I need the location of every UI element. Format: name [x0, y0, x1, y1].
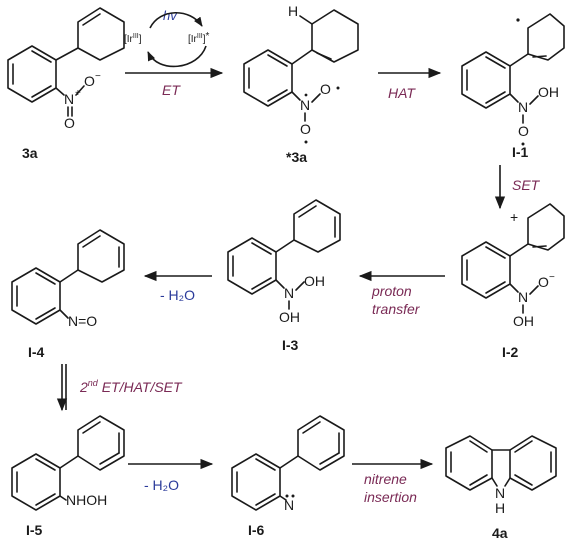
label-4a: 4a — [492, 525, 508, 541]
svg-text:H: H — [495, 500, 505, 516]
label-h2o-2: - H₂O — [144, 477, 179, 493]
compound-i3: N OH OH — [227, 199, 341, 325]
svg-text:O: O — [84, 73, 95, 89]
svg-text:N: N — [284, 285, 294, 301]
label-i4: I-4 — [28, 344, 45, 360]
compound-i6: N — [231, 415, 345, 513]
label-h2o-1: - H₂O — [160, 287, 195, 303]
svg-text:O: O — [300, 121, 311, 137]
compound-i4: N=O — [11, 229, 125, 329]
compound-i2: + N O − OH — [461, 203, 565, 329]
label-i2: I-2 — [502, 344, 519, 360]
svg-text:OH: OH — [279, 309, 300, 325]
compound-3a: N + O − O — [7, 7, 125, 131]
label-hat: HAT — [388, 85, 416, 101]
ir-ground: [IrIII] — [124, 33, 142, 45]
svg-text:N: N — [518, 289, 528, 305]
svg-text:N: N — [300, 97, 310, 113]
svg-text:O: O — [64, 115, 75, 131]
label-transfer: transfer — [372, 301, 421, 317]
svg-text:OH: OH — [513, 313, 534, 329]
atom-n: N — [64, 91, 74, 107]
svg-text:O: O — [518, 123, 529, 139]
svg-text:OH: OH — [538, 84, 559, 100]
hv-label: hv — [163, 8, 178, 23]
compound-3a-star: H N O O — [243, 3, 359, 144]
svg-text:N: N — [284, 497, 294, 513]
label-i1: I-1 — [512, 144, 529, 160]
svg-text:NHOH: NHOH — [66, 492, 107, 508]
label-3a: 3a — [22, 145, 38, 161]
ir-excited: [IrIII]* — [188, 31, 210, 45]
svg-text:−: − — [549, 272, 555, 283]
label-second-cycle: 2nd ET/HAT/SET — [79, 378, 183, 395]
svg-text:O: O — [538, 274, 549, 290]
compound-i1: N OH O — [461, 13, 565, 146]
svg-text:N: N — [495, 485, 505, 501]
compound-i5: NHOH — [11, 415, 125, 511]
compound-4a: N H — [445, 435, 557, 516]
label-insertion: insertion — [364, 489, 417, 505]
label-proton: proton — [371, 283, 412, 299]
svg-text:−: − — [95, 71, 101, 82]
label-et: ET — [162, 82, 181, 98]
photocatalyst-cycle: hv [IrIII] [IrIII]* — [124, 8, 210, 68]
svg-text:O: O — [320, 81, 331, 97]
svg-text:H: H — [288, 3, 298, 19]
label-nitrene: nitrene — [364, 471, 407, 487]
svg-text:N: N — [518, 99, 528, 115]
label-i5: I-5 — [26, 522, 43, 538]
label-i3: I-3 — [282, 337, 299, 353]
label-3a-star: *3a — [286, 149, 307, 165]
svg-text:+: + — [510, 209, 518, 225]
label-set: SET — [512, 177, 541, 193]
label-i6: I-6 — [248, 522, 265, 538]
svg-text:OH: OH — [304, 273, 325, 289]
svg-text:N=O: N=O — [68, 313, 97, 329]
